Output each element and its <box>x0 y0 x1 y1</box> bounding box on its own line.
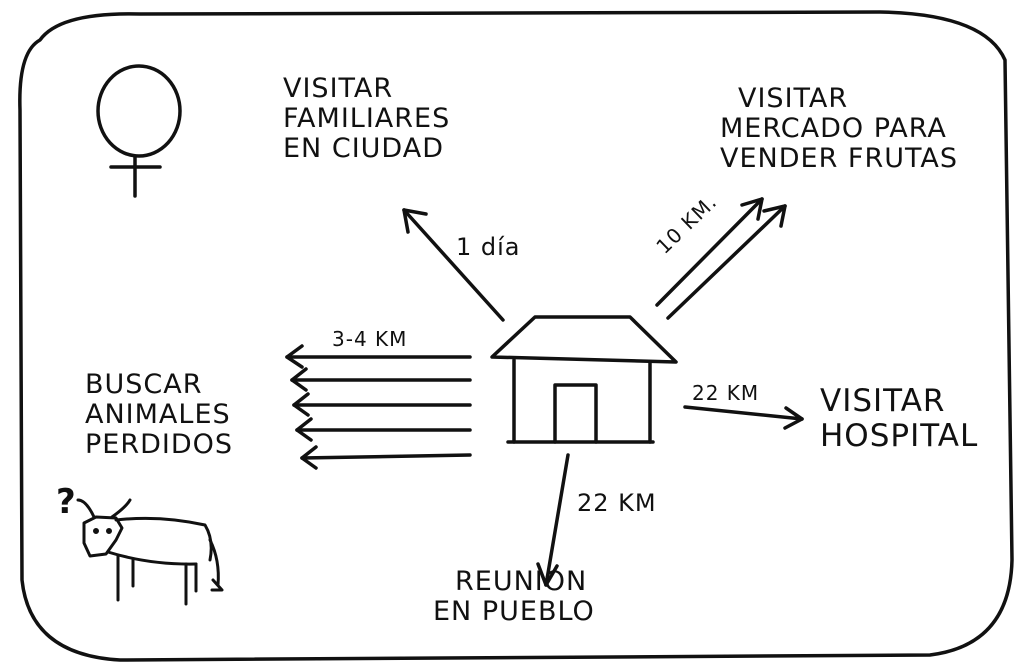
arrow-meeting <box>536 453 570 587</box>
label-meeting: REUNION EN PUEBLO <box>433 566 595 628</box>
arrow-market <box>655 197 787 320</box>
label-animals: BUSCAR ANIMALES PERDIDOS <box>85 369 234 461</box>
distance-meeting: 22 KM <box>577 489 657 517</box>
arrow-family <box>402 208 505 322</box>
diagram-border <box>18 10 1014 662</box>
cow-icon <box>76 498 224 606</box>
distance-family: 1 día <box>456 233 521 261</box>
arrow-hospital <box>683 405 804 430</box>
label-hospital: VISITAR HOSPITAL <box>820 383 979 454</box>
label-family: VISITAR FAMILIARES EN CIUDAD <box>283 73 451 165</box>
house-icon <box>490 315 678 444</box>
distance-hospital: 22 KM <box>692 381 760 405</box>
arrows-animals <box>285 344 472 470</box>
female-symbol-icon <box>96 64 182 198</box>
question-mark: ? <box>56 482 77 522</box>
label-market: VISITAR MERCADO PARA VENDER FRUTAS <box>720 83 958 175</box>
distance-animals: 3-4 KM <box>332 327 408 351</box>
